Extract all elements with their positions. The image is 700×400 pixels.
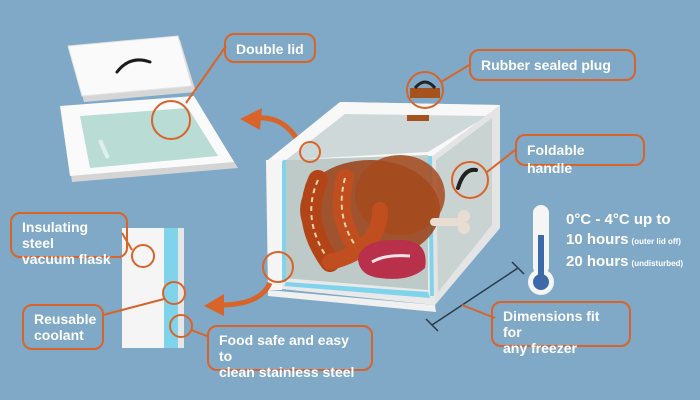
inner-lid	[60, 96, 238, 182]
plug-slot	[407, 115, 429, 121]
double-lid-marker	[151, 100, 191, 140]
dimensions-label: Dimensions fit for any freezer	[491, 301, 631, 356]
rim-marker	[299, 141, 321, 163]
rubber-plug-label: Rubber sealed plug	[469, 49, 636, 81]
duration-undisturbed: 20 hours(undisturbed)	[566, 253, 684, 270]
outer-lid	[67, 35, 196, 102]
food-safe-label: Food safe and easy to clean stainless st…	[207, 325, 373, 380]
wall-arrow	[219, 281, 273, 308]
handle-icon	[456, 167, 478, 190]
foldable-handle-label: Foldable handle	[515, 134, 645, 176]
food-contents	[300, 155, 470, 279]
lid-handle-icon	[115, 58, 152, 74]
temperature-range: 0°C - 4°C up to	[566, 211, 671, 228]
duration-lid-off: 10 hours(outer lid off)	[566, 231, 681, 248]
reusable-coolant-label: Reusable coolant	[22, 304, 104, 350]
steel-marker	[169, 314, 193, 338]
wall-marker	[262, 251, 294, 283]
coolant-marker	[162, 281, 186, 305]
plug-marker	[406, 71, 444, 109]
arrow-icon	[204, 294, 224, 316]
arrow-icon	[240, 108, 262, 130]
handle-marker	[451, 161, 489, 199]
flask-marker	[131, 244, 155, 268]
insulating-flask-label: Insulating steel vacuum flask	[10, 212, 128, 267]
dimension-line	[431, 267, 519, 326]
double-lid-label: Double lid	[224, 33, 316, 63]
wall-cross-section	[122, 228, 184, 348]
temperature-info: 0°C - 4°C up to 10 hours(outer lid off) …	[566, 210, 683, 274]
plug-icon	[410, 80, 440, 98]
thermometer-icon	[528, 205, 554, 295]
